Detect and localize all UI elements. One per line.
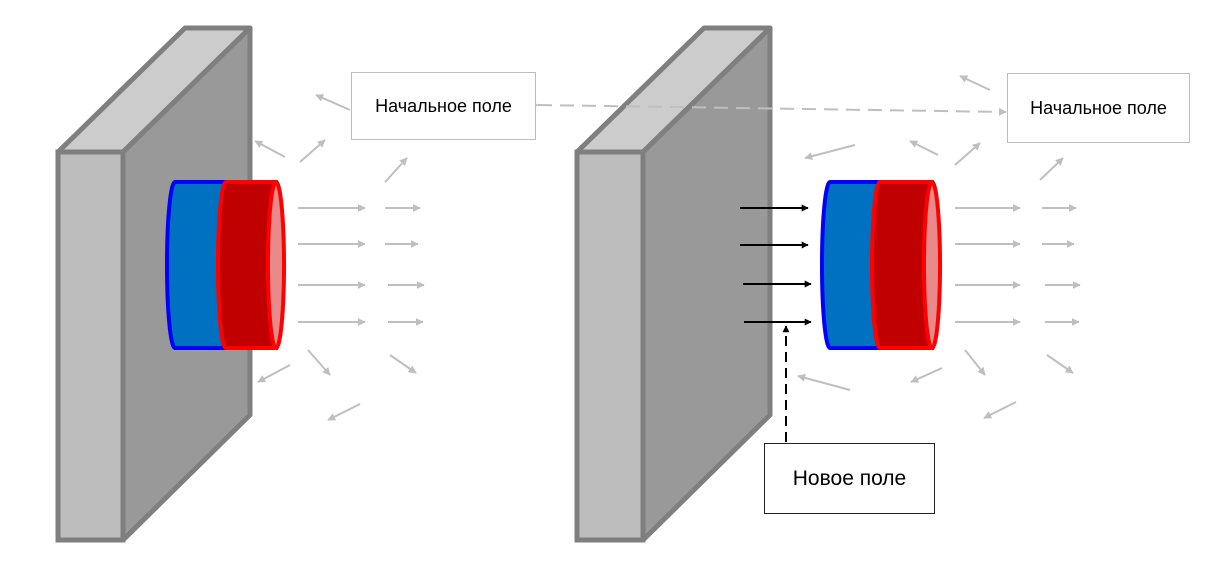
right-magnet-south-pole bbox=[870, 180, 934, 350]
right-magnet bbox=[820, 180, 942, 350]
field-arrow bbox=[307, 349, 331, 376]
field-arrow bbox=[964, 349, 986, 376]
field-arrow bbox=[1046, 354, 1074, 374]
field-arrow bbox=[254, 140, 286, 158]
new-field-label-text: Новое поле bbox=[792, 466, 907, 490]
new-field-label: Новое поле bbox=[764, 443, 935, 514]
initial-field-link-line bbox=[530, 100, 1007, 116]
field-arrow bbox=[954, 142, 981, 166]
left-initial-field-arrows bbox=[254, 94, 425, 421]
left-plate-front-face bbox=[55, 149, 126, 543]
right-initial-field-arrows bbox=[797, 75, 1081, 419]
field-arrow bbox=[1039, 157, 1064, 181]
initial-field-label-left: Начальное поле bbox=[351, 72, 536, 140]
initial-field-label-right: Начальное поле bbox=[1007, 73, 1190, 143]
field-arrow bbox=[299, 139, 326, 163]
initial-field-label-left-text: Начальное поле bbox=[375, 95, 512, 116]
field-arrow bbox=[389, 354, 417, 374]
field-arrow bbox=[983, 401, 1017, 419]
right-plate bbox=[574, 25, 773, 543]
field-arrow bbox=[959, 75, 991, 91]
initial-field-label-right-text: Начальное поле bbox=[1030, 97, 1167, 118]
left-magnet-north-pole bbox=[165, 180, 228, 350]
left-magnet bbox=[165, 180, 286, 350]
new-field-arrows bbox=[740, 204, 812, 326]
right-magnet-north-pole bbox=[820, 180, 882, 350]
left-magnet-south-pole bbox=[216, 180, 278, 350]
left-magnet-end-face bbox=[266, 180, 286, 350]
field-arrow bbox=[315, 94, 351, 111]
field-arrow bbox=[257, 364, 291, 383]
right-magnet-end-face bbox=[922, 180, 942, 350]
field-arrow bbox=[910, 367, 943, 383]
field-arrow bbox=[804, 144, 856, 161]
field-arrow bbox=[797, 374, 851, 391]
right-plate-front-face bbox=[574, 149, 646, 543]
field-arrow bbox=[327, 403, 361, 421]
field-arrow bbox=[909, 140, 939, 156]
field-arrow bbox=[384, 157, 408, 183]
